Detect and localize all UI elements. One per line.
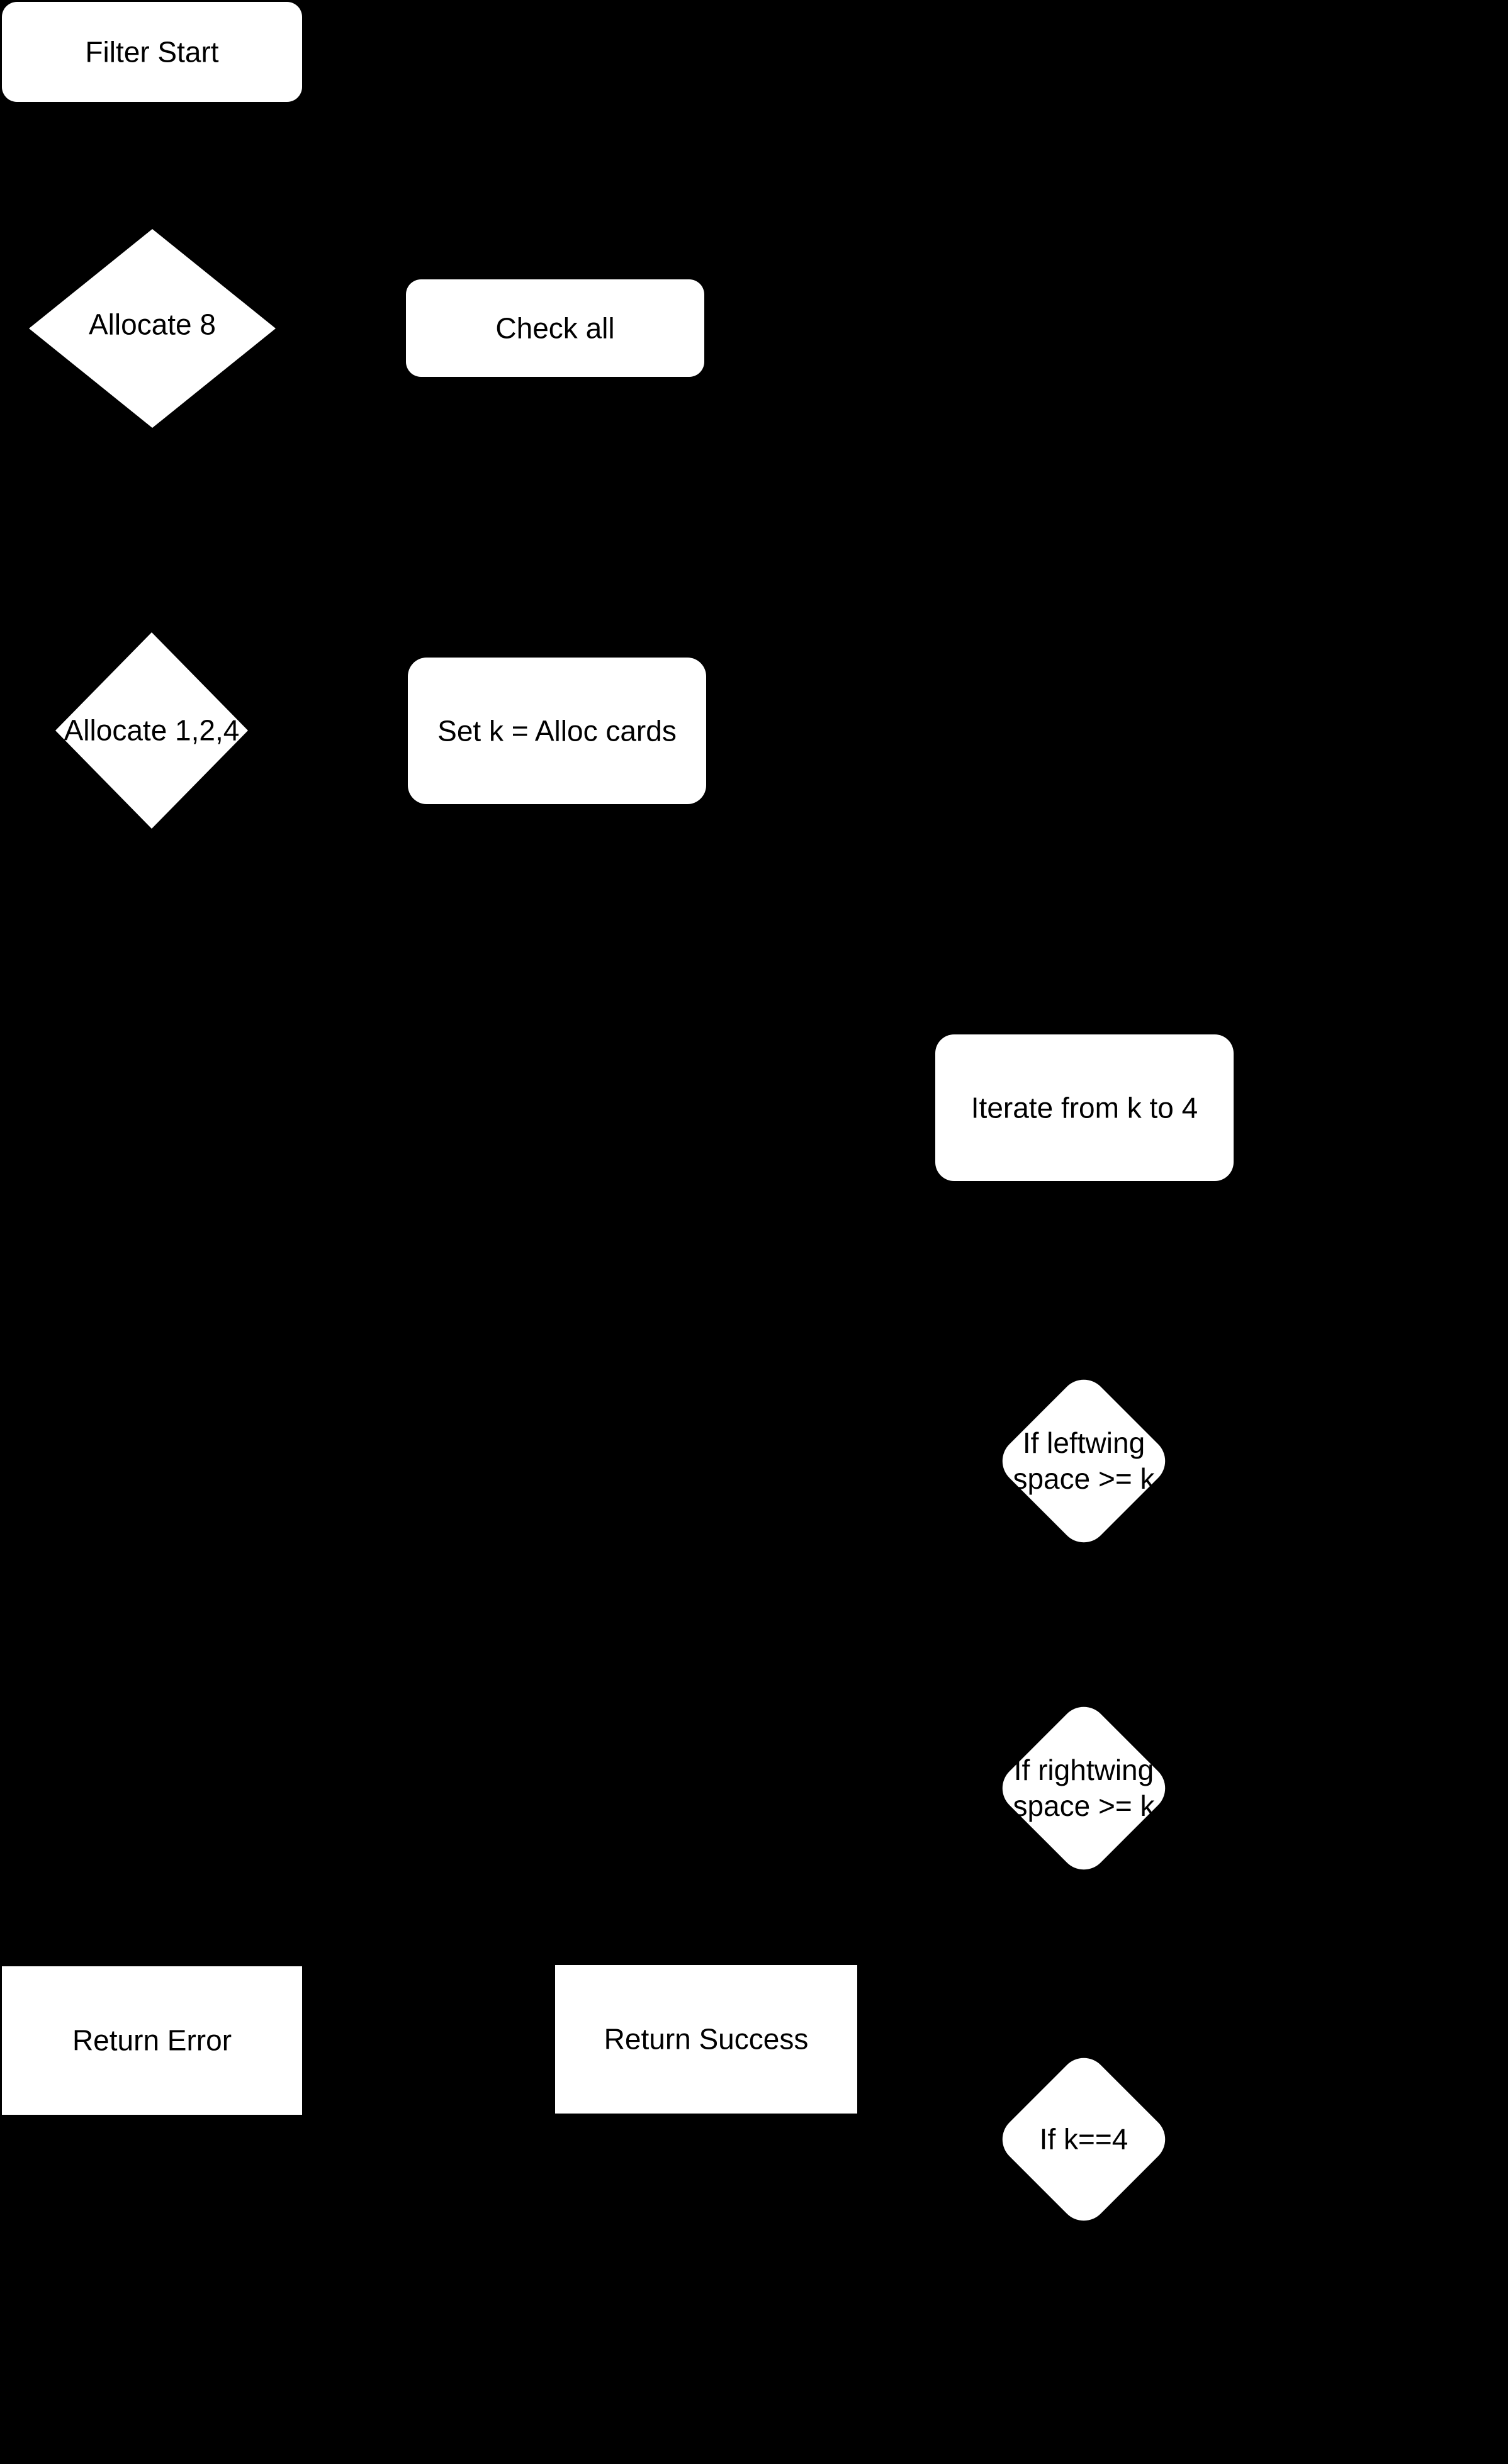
node-set-k-label: Set k = Alloc cards [437,714,677,747]
node-allocate-1-2-4-label: Allocate 1,2,4 [64,714,240,747]
node-allocate-8: Allocate 8 [29,229,276,428]
node-if-rightwing-label: If rightwing space >= k [1013,1754,1155,1822]
node-return-error: Return Error [2,1966,302,2115]
node-filter-start-label: Filter Start [85,35,219,68]
node-filter-start: Filter Start [2,2,302,102]
node-if-k-equals-4-label: If k==4 [1039,2122,1128,2156]
node-return-error-label: Return Error [72,2024,232,2057]
node-iterate: Iterate from k to 4 [935,1034,1234,1181]
node-return-success: Return Success [555,1965,857,2114]
node-if-leftwing-label: If leftwing space >= k [1013,1426,1155,1495]
node-if-k-equals-4: If k==4 [993,2048,1175,2231]
node-if-rightwing: If rightwing space >= k [993,1697,1175,1879]
node-allocate-1-2-4: Allocate 1,2,4 [55,632,248,829]
node-set-k: Set k = Alloc cards [408,658,706,804]
node-allocate-8-label: Allocate 8 [88,308,217,341]
node-iterate-label: Iterate from k to 4 [971,1091,1198,1124]
node-check-all-label: Check all [495,311,615,344]
node-return-success-label: Return Success [604,2022,809,2056]
node-check-all: Check all [406,279,704,377]
node-if-leftwing: If leftwing space >= k [993,1370,1175,1552]
